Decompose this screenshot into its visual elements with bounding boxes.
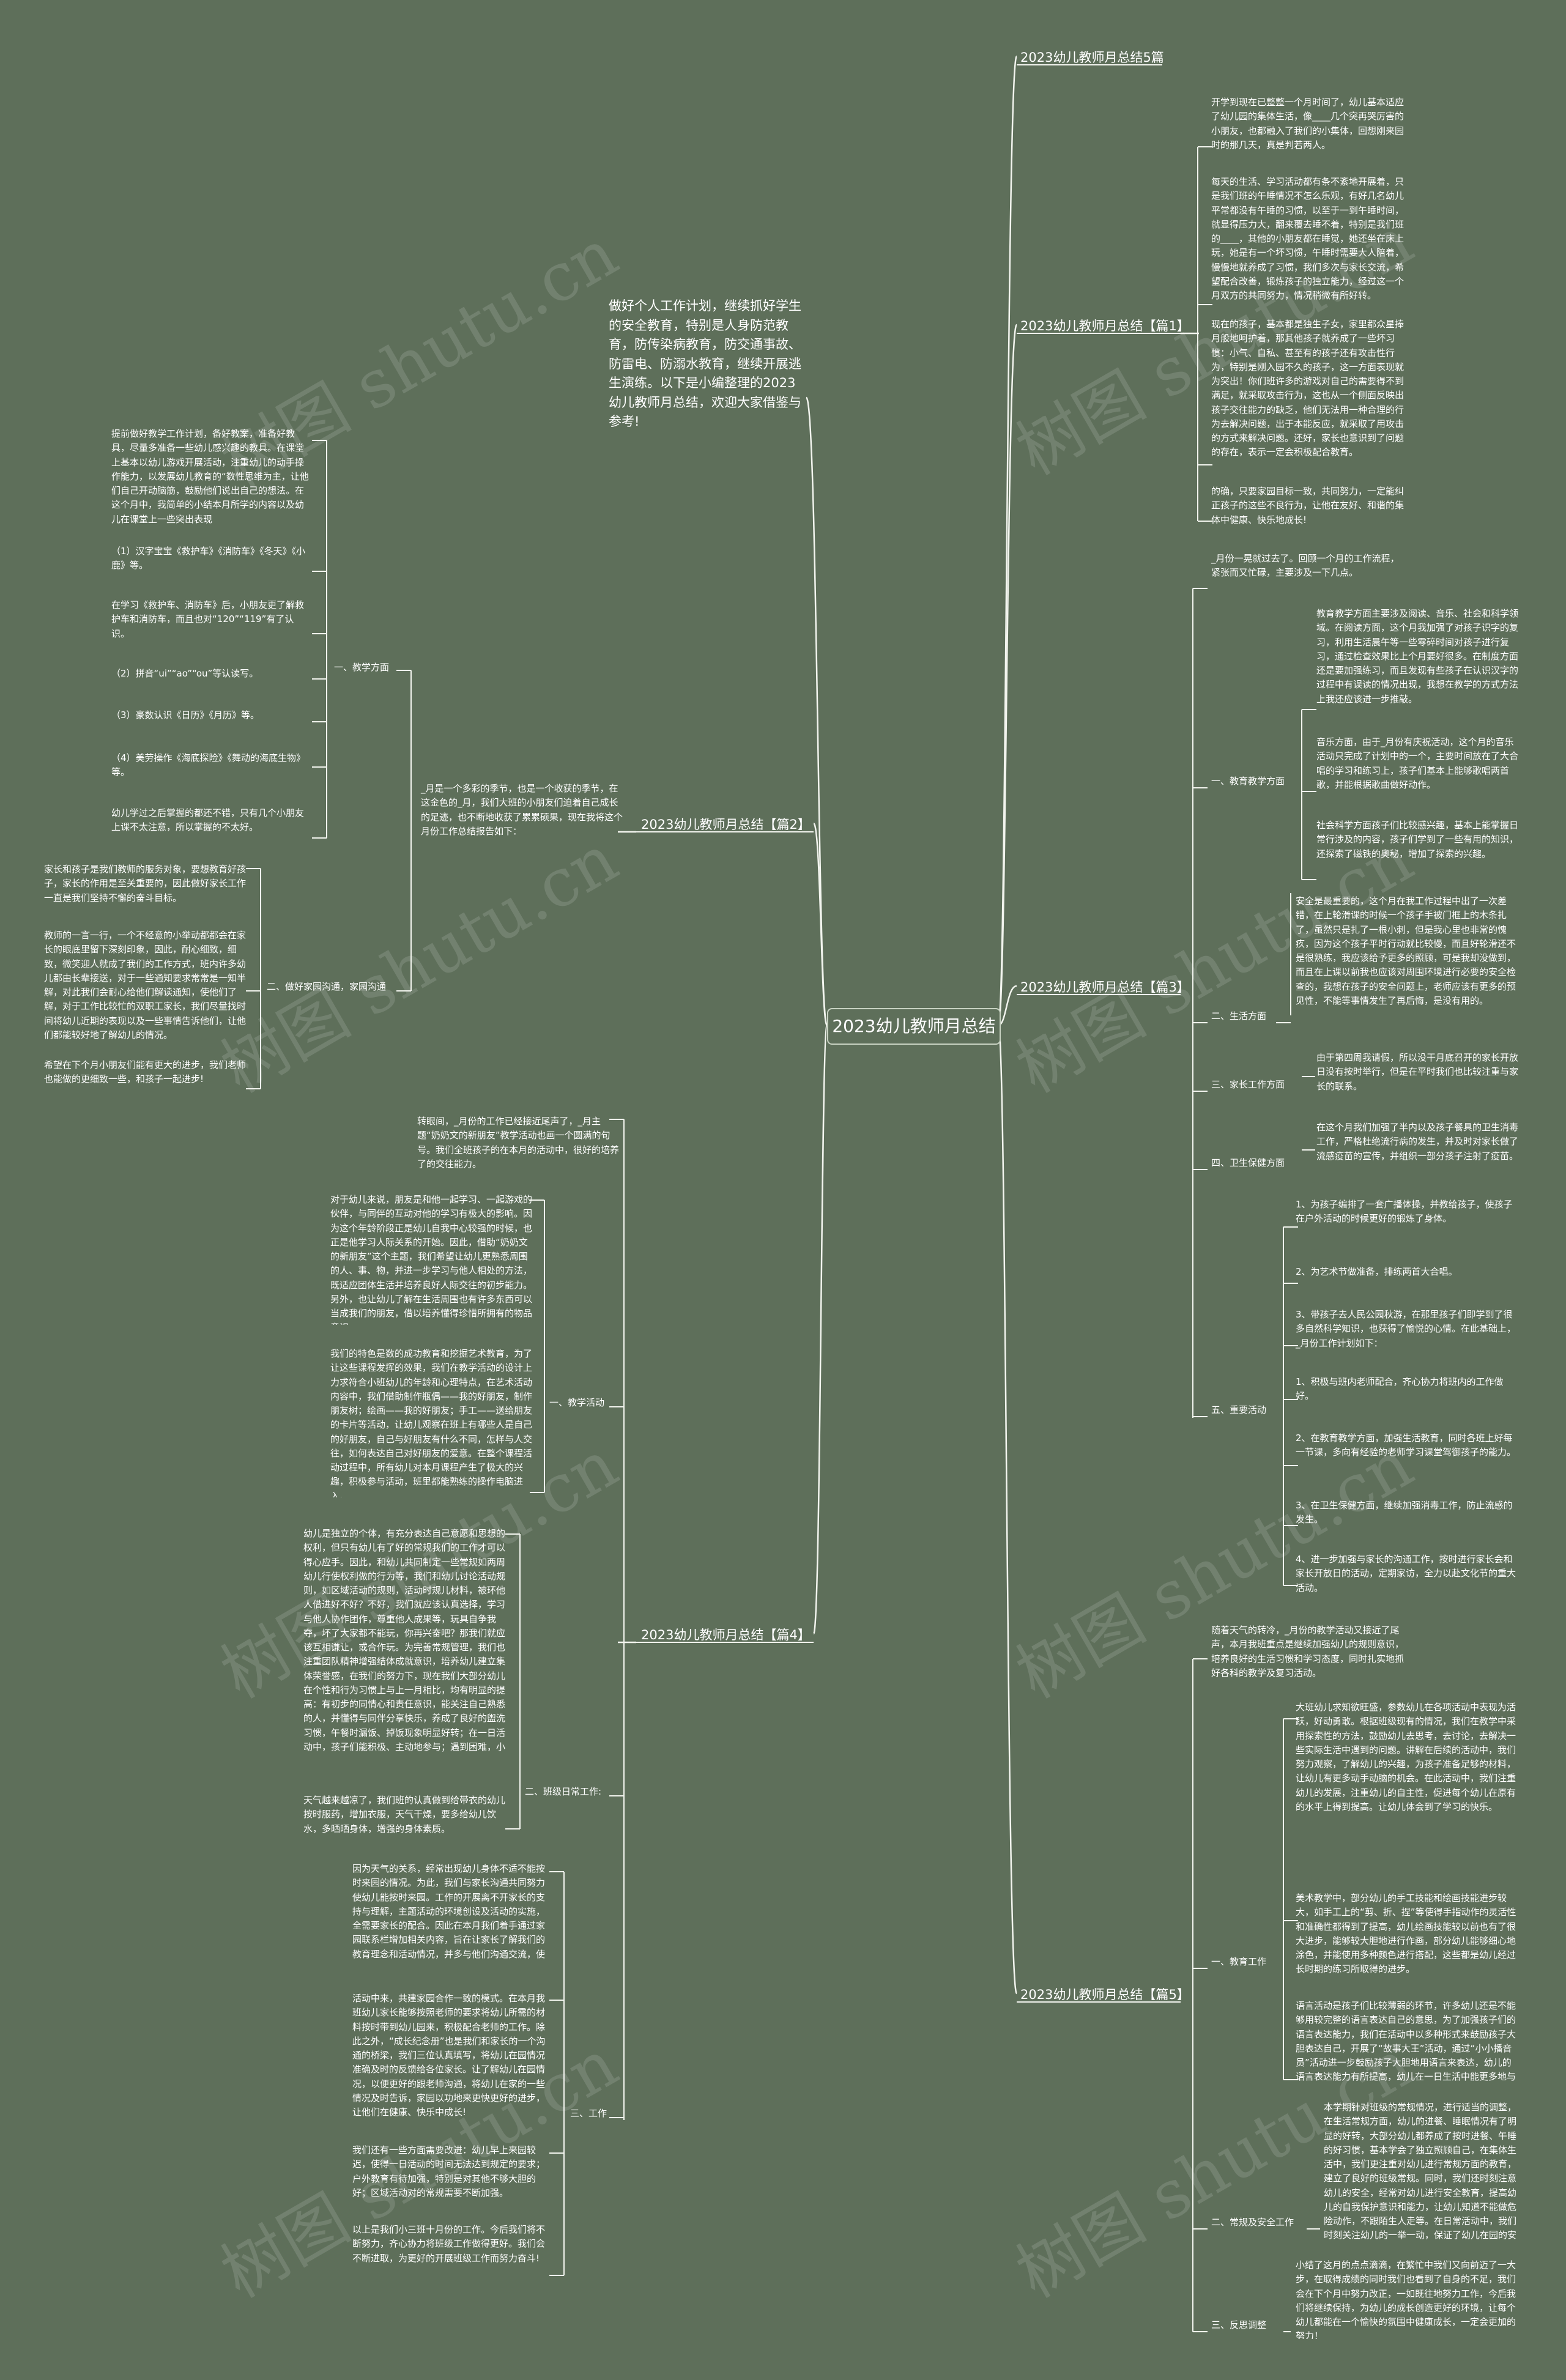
part3-note: 2、在教育教学方面，加强生活教育，同时各班上好每一节课，多向有经验的老师学习课堂… [1296, 1433, 1516, 1458]
connector-line [997, 1024, 1018, 1995]
topic-part2[interactable]: 2023幼儿教师月总结【篇2】 [641, 817, 811, 832]
part3-note: 由于第四周我请假，所以没干月底召开的家长开放日没有按时举行，但是在平时我们也比较… [1316, 1052, 1519, 1092]
part3-note: 1、为孩子编排了一套广播体操，并教给孩子，使孩子在户外活动的时候更好的锻炼了身体… [1296, 1199, 1513, 1225]
part3-note: 音乐方面，由于_月份有庆祝活动，这个月的音乐活动只完成了计划中的一个，主要时间放… [1316, 736, 1519, 790]
connector-line [812, 822, 828, 1026]
part5-branch-education[interactable]: 一、教育工作 [1211, 1956, 1267, 1967]
part4-branch-work[interactable]: 三、工作 [570, 2108, 607, 2119]
part2-note: （3）豪数认识《日历》《月历》等。 [111, 710, 260, 721]
part4-note: 以上是我们小三班十月份的工作。今后我们将不断努力，齐心协力将班级工作做得更好。我… [352, 2224, 546, 2264]
part2-summary: _月是一个多彩的季节，也是一个收获的季节，在这金色的_月，我们大班的小朋友们迫着… [421, 783, 623, 837]
part3-note: 社会科学方面孩子们比较感兴趣，基本上能掌握日常行涉及的内容，孩子们学到了一些有用… [1316, 820, 1519, 859]
connector-line [812, 1024, 828, 1635]
topic-part3[interactable]: 2023幼儿教师月总结【篇3】 [1020, 980, 1190, 995]
part2-note: 幼儿学过之后掌握的都还不错，只有几个小朋友上课不太注意，所以掌握的不太好。 [111, 807, 305, 833]
part4-note: 我们的特色是数的成功教育和挖掘艺术教育，为了让这些课程发挥的效果，我们在教学活动… [330, 1348, 532, 1497]
part5-branch-reflection[interactable]: 三、反思调整 [1211, 2319, 1267, 2330]
part4-note: 天气越来越凉了，我们班的认真做到给带衣的幼儿按时服药，增加衣服，天气干燥，要多给… [303, 1795, 506, 1834]
part2-note: 家长和孩子是我们教师的服务对象，要想教育好孩子，家长的作用是至关重要的，因此做好… [44, 864, 247, 903]
part3-note: 4、进一步加强与家长的沟通工作，按时进行家长会和家长开放日的活动，定期家访，全力… [1296, 1554, 1516, 1593]
part3-branch-teaching[interactable]: 一、教育教学方面 [1211, 776, 1285, 787]
part3-note: 在这个月我们加强了半内以及孩子餐具的卫生消毒工作，严格杜绝流行病的发生，并及时对… [1316, 1122, 1519, 1162]
part5-note: 语言活动是孩子们比较薄弱的环节，许多幼儿还是不能够用较完整的语言表达自己的意思，… [1296, 2000, 1516, 2083]
part4-note: 因为天气的关系，经常出现幼儿身体不适不能按时来园的情况。为此，我们与家长沟通共同… [352, 1863, 546, 1960]
part5-summary: 随着天气的转冷，_月份的教学活动又接近了尾声，本月我班重点是继续加强幼儿的规则意… [1211, 1625, 1405, 1678]
part4-summary: 转眼间，_月份的工作已经接近尾声了，_月主题“奶奶文的新朋友”教学活动也画一个圆… [417, 1116, 620, 1170]
part4-note: 幼儿是独立的个体，有充分表达自己意愿和思想的权利，但只有幼儿有了好的常规我们的工… [303, 1528, 505, 1752]
connector-line [997, 55, 1018, 1026]
part2-branch-teaching[interactable]: 一、教学方面 [334, 662, 390, 673]
part1-note: 开学到现在已整整一个月时间了，幼儿基本适应了幼儿园的集体生活，像____几个突再… [1211, 97, 1405, 150]
topic-part5[interactable]: 2023幼儿教师月总结【篇5】 [1020, 1987, 1190, 2002]
part3-note: 1、积极与班内老师配合，齐心协力将班内的工作做好。 [1296, 1376, 1504, 1402]
part5-note: 小结了这月的点点滴滴，在繁忙中我们又向前迈了一大步，在取得成绩的同时我们也看到了… [1296, 2260, 1516, 2339]
topic-part1[interactable]: 2023幼儿教师月总结【篇1】 [1020, 319, 1190, 333]
part3-note: 教育教学方面主要涉及阅读、音乐、社会和科学领域。在阅读方面，这个月我加强了对孩子… [1316, 608, 1519, 705]
part5-branch-routine[interactable]: 二、常规及安全工作 [1211, 2217, 1294, 2228]
part1-note: 的确，只要家园目标一致，共同努力，一定能纠正孩子的这些不良行为，让他在友好、和谐… [1211, 486, 1405, 525]
part1-note: 每天的生活、学习活动都有条不紊地开展着，只是我们班的午睡情况不怎么乐观，有好几名… [1211, 176, 1405, 301]
topic-overview[interactable]: 2023幼儿教师月总结5篇 [1020, 50, 1164, 65]
part4-note: 我们还有一些方面需要改进：幼儿早上来园较迟，使得一日活动的时间无法达到规定的要求… [352, 2145, 546, 2198]
part2-note: 教师的一言一行，一个不经意的小举动都都会在家长的眼底里留下深刻印象，因此，耐心细… [44, 930, 247, 1040]
root-topic[interactable]: 2023幼儿教师月总结 [827, 1008, 1001, 1045]
part1-note: 现在的孩子，基本都是独生子女，家里都众星捧月般地呵护着，那其他孩子就养成了一些坏… [1211, 319, 1405, 458]
part2-note: （1）汉字宝宝《救护车》《消防车》《冬天》《小鹿》等。 [111, 546, 306, 571]
part2-note: 提前做好教学工作计划，备好教案，准备好教具，尽量多准备一些幼儿感兴趣的教具。在课… [111, 428, 309, 525]
part2-branch-parents[interactable]: 二、做好家园沟通，家园沟通 [267, 981, 387, 992]
connector-line [805, 396, 828, 1026]
part2-note: 希望在下个月小朋友们能有更大的进步，我们老师也能做的更细致一些，和孩子一起进步! [44, 1059, 247, 1085]
part3-branch-parents[interactable]: 三、家长工作方面 [1211, 1079, 1285, 1090]
part4-note: 对于幼儿来说，朋友是和他一起学习、一起游戏的伙伴，与同伴的互动对他的学习有极大的… [330, 1194, 532, 1325]
part3-branch-activities[interactable]: 五、重要活动 [1211, 1404, 1267, 1415]
connector-line [997, 324, 1018, 1026]
part3-note: 2、为艺术节做准备，排练两首大合唱。 [1296, 1266, 1458, 1277]
part5-note: 美术教学中，部分幼儿的手工技能和绘画技能进步较大，如手工上的“剪、折、捏”等使得… [1296, 1893, 1516, 1975]
part5-note: 大班幼儿求知欲旺盛，参数幼儿在各项活动中表现为活跃，好动勇敢。根据班级现有的情况… [1296, 1702, 1516, 1812]
part3-note: 安全是最重要的，这个月在我工作过程中出了一次差错，在上轮滑课的时候一个孩子手被门… [1296, 895, 1516, 1006]
part2-note: （2）拼音“ui”“ao”“ou”等认读写。 [111, 668, 259, 679]
part4-branch-daily[interactable]: 二、班级日常工作: [525, 1786, 602, 1797]
part4-note: 活动中来，共建家园合作一致的模式。在本月我班幼儿家长能够按照老师的要求将幼儿所需… [352, 1993, 546, 2118]
part3-note: 3、在卫生保健方面，继续加强消毒工作，防止流感的发生。 [1296, 1500, 1513, 1525]
part3-note: 3、带孩子去人民公园秋游，在那里孩子们即学到了很多自然科学知识，也获得了愉悦的心… [1296, 1309, 1516, 1349]
part4-branch-teaching[interactable]: 一、教学活动 [549, 1397, 605, 1408]
part2-note: 在学习《救护车、消防车》后，小朋友更了解救护车和消防车，而且也对“120”“11… [111, 599, 305, 639]
part3-branch-health[interactable]: 四、卫生保健方面 [1211, 1157, 1285, 1168]
part3-branch-life[interactable]: 二、生活方面 [1211, 1010, 1267, 1021]
intro-note: 做好个人工作计划，继续抓好学生的安全教育，特别是人身防范教育，防传染病教育，防交… [609, 298, 801, 429]
part5-note: 本学期针对班级的常规情况，进行适当的调整，在生活常规方面，幼儿的进餐、睡眠情况有… [1324, 2102, 1517, 2241]
part3-summary: _月份一晃就过去了。回顾一个月的工作流程，紧张而又忙碌，主要涉及一下几点。 [1211, 553, 1400, 579]
part2-note: （4）美劳操作《海底探险》《舞动的海底生物》等。 [111, 752, 306, 778]
topic-part4[interactable]: 2023幼儿教师月总结【篇4】 [641, 1628, 811, 1642]
